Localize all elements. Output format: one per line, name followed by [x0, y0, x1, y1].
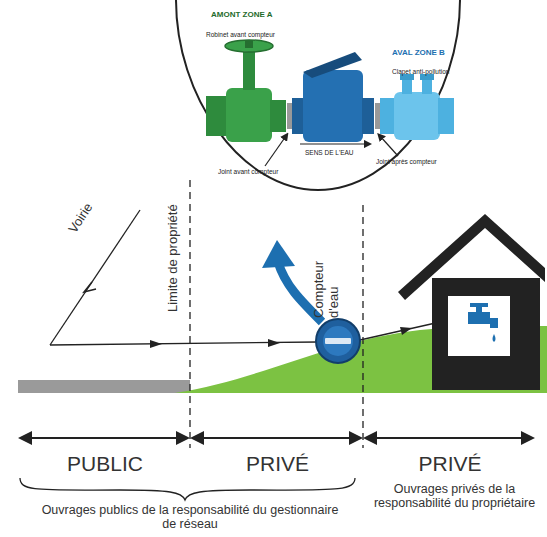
part-name: Clapet anti-pollution: [392, 68, 464, 75]
zone-label: PUBLIC: [40, 452, 170, 476]
house-roof: [398, 214, 545, 300]
zone-arrowheads: [18, 431, 535, 445]
flow-label: SENS DE L'EAU: [305, 149, 375, 156]
water-meter-face: [323, 326, 353, 356]
zone-label: PRIVÉ: [385, 452, 515, 476]
part-name: Joint après compteur: [376, 158, 466, 165]
house-window: [448, 296, 510, 356]
street-label: Voirie: [66, 201, 96, 236]
brace: [20, 478, 355, 500]
water-meter: [316, 319, 360, 363]
zone-heading: AMONT ZONE A: [211, 10, 301, 19]
zoom-arrow-head: [262, 240, 295, 268]
house: [432, 278, 540, 390]
meter-display: [325, 338, 351, 344]
part-name: Robinet avant compteur: [206, 31, 316, 38]
meter-limit: [362, 205, 363, 448]
zone-label: PRIVÉ: [210, 452, 345, 476]
part-name: Joint avant compteur: [218, 168, 308, 175]
valve: [206, 40, 286, 142]
zone-arrows: [24, 437, 529, 439]
house-pipe: [360, 322, 440, 340]
meter-body: [292, 52, 374, 142]
boundary-label: Limite de propriété: [166, 204, 181, 312]
flow-arrow: [268, 339, 280, 347]
tap-icon: [468, 312, 498, 328]
water-drop: [493, 334, 496, 342]
meter-label: Compteur d'eau: [312, 243, 342, 318]
flow-arrow: [150, 340, 162, 348]
street-pipe: [50, 210, 140, 345]
note: Ouvrages publics de la responsabilité du…: [40, 503, 340, 532]
road-ground: [18, 380, 190, 393]
flow-direction: [300, 143, 368, 144]
note: Ouvrages privés de la responsabilité du …: [372, 482, 537, 511]
zone-heading: AVAL ZONE B: [392, 48, 472, 57]
flow-arrow: [84, 282, 96, 292]
check-valve: [380, 74, 454, 140]
flow-arrow: [400, 327, 412, 335]
leader: [380, 136, 398, 156]
property-limit: [189, 180, 190, 448]
seal: [375, 103, 380, 129]
seal: [287, 103, 292, 129]
leader: [265, 136, 286, 166]
